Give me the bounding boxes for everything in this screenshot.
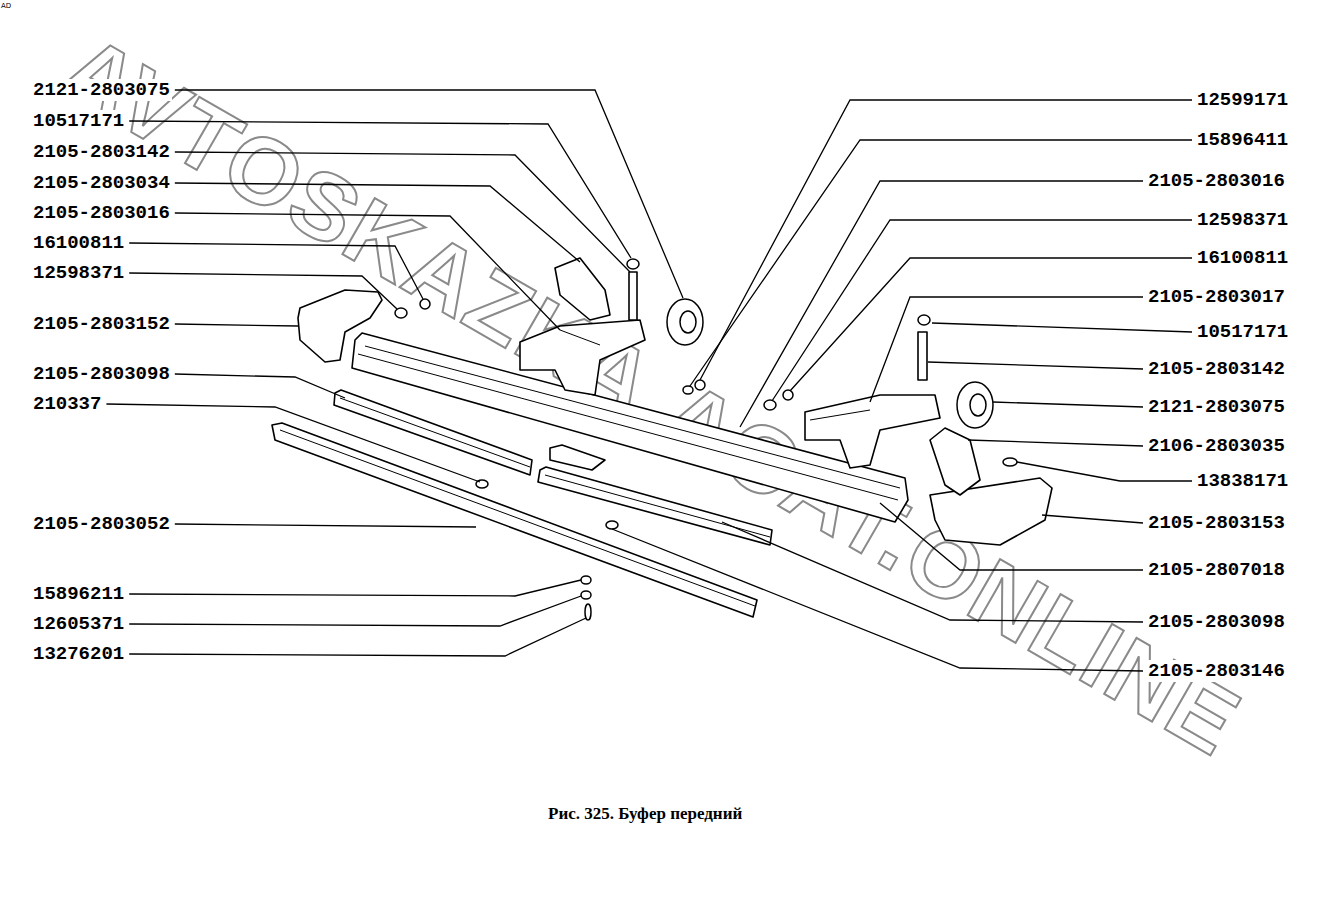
leader-line <box>175 90 683 298</box>
part-number: 13276201 <box>31 643 126 665</box>
part-number: 12598371 <box>1195 209 1290 231</box>
part-number: 2105-2807018 <box>1146 559 1287 581</box>
leader-line <box>175 152 630 272</box>
leader-line <box>106 404 480 482</box>
detail-line <box>365 346 900 488</box>
part-number: 15896411 <box>1195 129 1290 151</box>
leader-line <box>175 183 580 262</box>
leader-line <box>870 297 1143 402</box>
washer-hole <box>680 311 696 333</box>
part-number: 2105-2803098 <box>1146 611 1287 633</box>
part-number: 16100811 <box>1195 247 1290 269</box>
leader-line <box>790 258 1192 391</box>
leader-line <box>700 100 1192 380</box>
center-clip <box>550 445 605 470</box>
detail-line <box>810 410 870 420</box>
leader-line <box>740 181 1143 427</box>
leader-line <box>928 362 1143 369</box>
leader-line <box>175 374 345 398</box>
part-number: 12605371 <box>31 613 126 635</box>
leader-line <box>968 440 1143 446</box>
detail-line <box>340 398 530 467</box>
screw <box>606 521 618 529</box>
left-bracket <box>520 320 645 395</box>
nut <box>581 576 591 584</box>
nut <box>695 380 705 390</box>
leader-line <box>722 522 1143 622</box>
washer <box>581 591 591 599</box>
right-bracket <box>805 395 940 468</box>
nut <box>420 299 430 309</box>
part-number: 2105-2803098 <box>31 363 172 385</box>
part-number: 2105-2803153 <box>1146 512 1287 534</box>
part-number: 15896211 <box>31 583 126 605</box>
bolt <box>585 604 591 620</box>
leader-line <box>993 402 1143 407</box>
detail-line <box>560 330 600 345</box>
leader-line <box>772 220 1192 401</box>
part-number: 2105-2803142 <box>31 141 172 163</box>
nut <box>783 390 793 400</box>
washer <box>957 382 993 428</box>
part-number: 10517171 <box>1195 321 1290 343</box>
part-number: 2105-2803146 <box>1146 660 1287 682</box>
leader-line <box>129 273 397 309</box>
part-number: 16100811 <box>31 232 126 254</box>
nut <box>627 259 639 269</box>
leader-line <box>175 324 298 326</box>
screw <box>1003 458 1017 466</box>
watermark: AVTOSKAZKA.ACAT.ONLINE <box>48 20 1255 771</box>
corner-mark: AD <box>1 2 11 10</box>
leader-line <box>129 121 631 258</box>
left-mount <box>555 258 610 320</box>
leader-line <box>690 140 1192 386</box>
washer <box>395 308 407 318</box>
leader-line <box>1042 515 1143 523</box>
part-number: 2121-2803075 <box>31 79 172 101</box>
part-number: 2105-2803016 <box>1146 170 1287 192</box>
washer <box>667 299 703 345</box>
leader-line <box>612 529 1143 671</box>
leader-line <box>932 323 1192 332</box>
detail-line <box>358 354 898 500</box>
leader-line <box>129 243 423 299</box>
part-number: 2121-2803075 <box>1146 396 1287 418</box>
part-number: 12599171 <box>1195 89 1290 111</box>
left-end-cap <box>298 290 382 362</box>
part-number: 2106-2803035 <box>1146 435 1287 457</box>
part-number: 2105-2803016 <box>31 202 172 224</box>
detail-line <box>280 430 755 606</box>
leader-line <box>880 503 1143 570</box>
part-number: 2105-2803034 <box>31 172 172 194</box>
nut <box>918 315 930 325</box>
part-number: 2105-2803152 <box>31 313 172 335</box>
part-number: 2105-2803142 <box>1146 358 1287 380</box>
leader-line <box>1017 462 1192 481</box>
left-bolt <box>629 272 637 320</box>
part-number: 2105-2803052 <box>31 513 172 535</box>
part-number: 10517171 <box>31 110 126 132</box>
leader-line <box>129 596 581 626</box>
figure-caption: Рис. 325. Буфер передний <box>546 804 744 824</box>
part-number: 12598371 <box>31 262 126 284</box>
right-bolt <box>918 332 927 380</box>
leader-line <box>129 580 581 596</box>
leader-line <box>175 524 476 527</box>
part-number: 210337 <box>31 393 103 415</box>
part-number: 2105-2803017 <box>1146 286 1287 308</box>
leader-line <box>175 213 560 330</box>
leader-line <box>129 618 586 656</box>
washer <box>764 400 776 410</box>
right-strip <box>538 467 772 545</box>
washer-hole <box>970 394 986 416</box>
washer <box>683 386 693 394</box>
right-mount <box>930 428 980 495</box>
part-number: 13838171 <box>1195 470 1290 492</box>
